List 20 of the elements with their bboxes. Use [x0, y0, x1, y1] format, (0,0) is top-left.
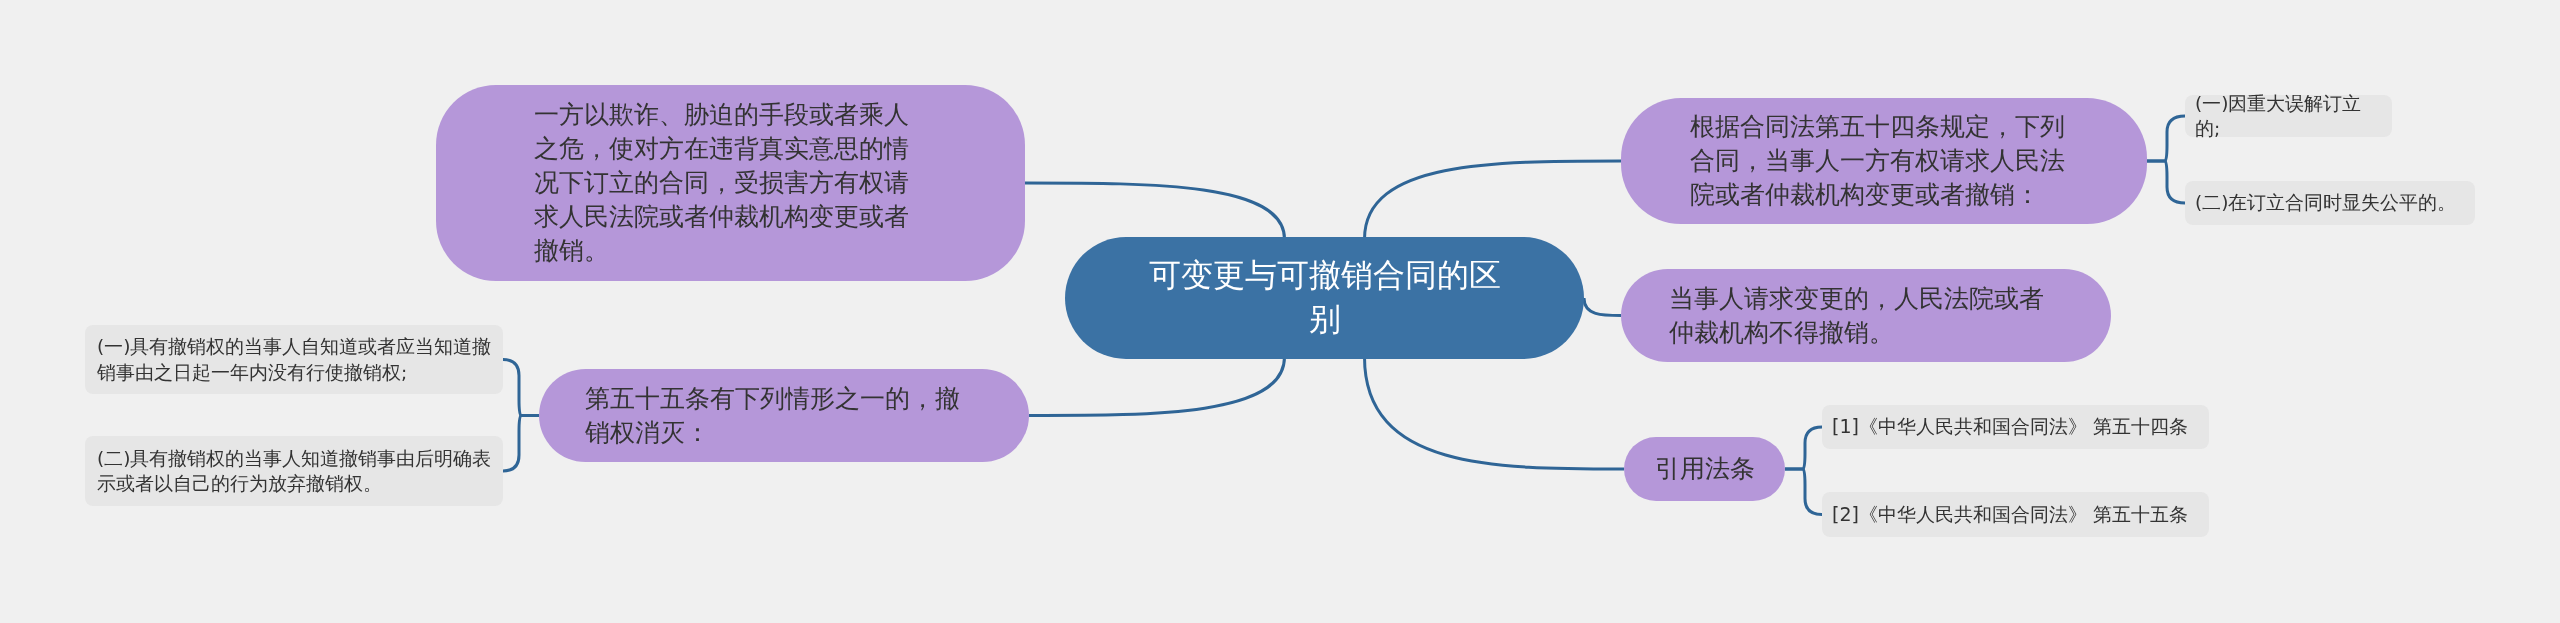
subtopic-box: (二)在订立合同时显失公平的。: [2185, 181, 2475, 225]
subtopic-box: [1]《中华人民共和国合同法》 第五十四条: [1822, 405, 2209, 449]
central-topic: 可变更与可撤销合同的区别: [1065, 237, 1584, 359]
connector-line: [1363, 356, 1624, 471]
topic-bubble: 一方以欺诈、胁迫的手段或者乘人之危，使对方在违背真实意思的情况下订立的合同，受损害方有权请求人民法院或者仲裁机构变更或者撤销。: [436, 85, 1025, 281]
connector-line: [1785, 467, 1823, 516]
connector-line: [1029, 356, 1286, 417]
topic-bubble: 第五十五条有下列情形之一的，撤销权消灭：: [539, 369, 1029, 462]
subtopic-box: (一)具有撤销权的当事人自知道或者应当知道撤销事由之日起一年内没有行使撤销权;: [85, 325, 503, 394]
connector-line: [1025, 181, 1286, 240]
connector-line: [1582, 297, 1621, 317]
subtopic-box: (一)因重大误解订立的;: [2185, 95, 2392, 137]
topic-bubble: 当事人请求变更的，人民法院或者仲裁机构不得撤销。: [1621, 269, 2111, 362]
subtopic-box: (二)具有撤销权的当事人知道撤销事由后明确表示或者以自己的行为放弃撤销权。: [85, 436, 503, 506]
connector-line: [502, 414, 539, 473]
connector-line: [2147, 159, 2186, 205]
connector-line: [1363, 159, 1621, 240]
subtopic-box: [2]《中华人民共和国合同法》 第五十五条: [1822, 492, 2209, 537]
topic-bubble: 根据合同法第五十四条规定，下列合同，当事人一方有权请求人民法院或者仲裁机构变更或者撤销：: [1621, 98, 2147, 224]
topic-bubble: 引用法条: [1624, 437, 1785, 501]
